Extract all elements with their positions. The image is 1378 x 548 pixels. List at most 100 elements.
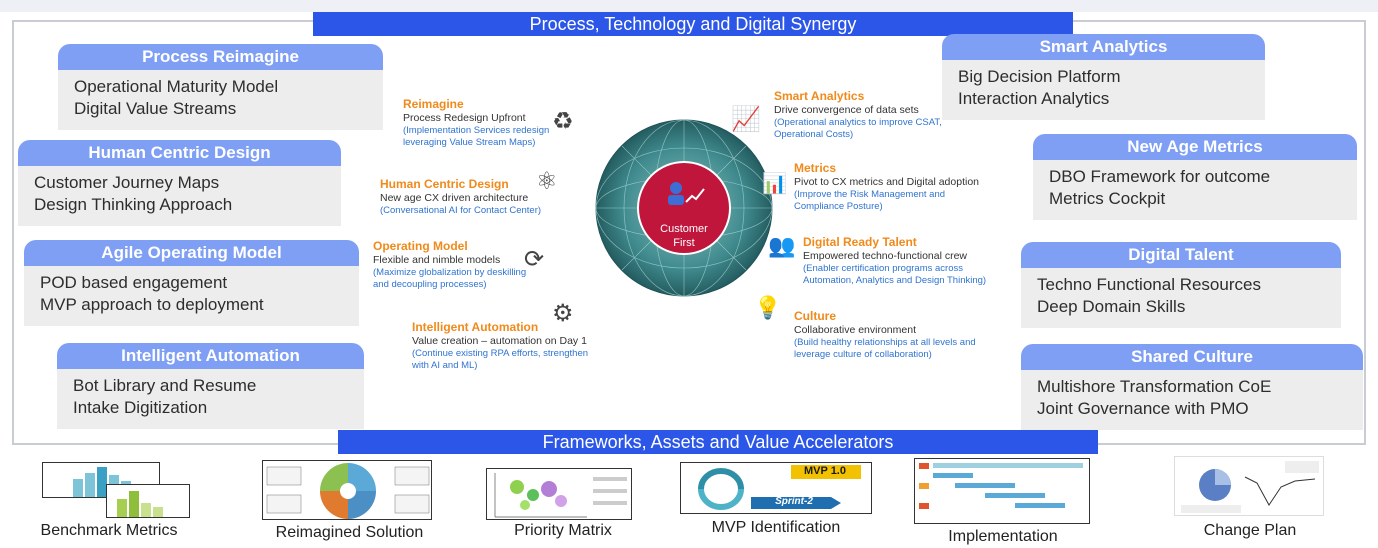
asset-label: Priority Matrix — [514, 522, 612, 539]
segment-title: Human Centric Design — [380, 177, 509, 191]
card-line: Joint Governance with PMO — [1037, 399, 1249, 418]
segment-intelligent-automation: Intelligent Automation Value creation – … — [412, 319, 588, 372]
card-agile-operating-model: Agile Operating Model POD based engageme… — [24, 240, 359, 326]
card-title: Agile Operating Model — [24, 240, 359, 266]
card-line: POD based engagement — [40, 273, 228, 292]
asset-reimagined-solution: Reimagined Solution — [252, 456, 447, 546]
segment-title: Reimagine — [403, 97, 464, 111]
segment-desc: New age CX driven architecture — [380, 192, 529, 204]
card-line: MVP approach to deployment — [40, 295, 264, 314]
asset-change-plan: Change Plan — [1160, 456, 1340, 546]
banner-title-bottom: Frameworks, Assets and Value Accelerator… — [338, 430, 1098, 454]
card-line: Bot Library and Resume — [73, 376, 257, 395]
card-title: Process Reimagine — [58, 44, 383, 70]
asset-benchmark-metrics: Benchmark Metrics — [14, 456, 204, 546]
segment-metrics: Metrics Pivot to CX metrics and Digital … — [794, 160, 979, 213]
globe-graphic — [595, 119, 773, 297]
card-line: Intake Digitization — [73, 398, 208, 417]
card-body: Operational Maturity Model Digital Value… — [58, 70, 383, 130]
card-title: New Age Metrics — [1033, 134, 1357, 160]
customer-growth-icon — [668, 182, 705, 205]
card-title: Human Centric Design — [18, 140, 341, 166]
card-line: Interaction Analytics — [958, 89, 1110, 108]
card-line: DBO Framework for outcome — [1049, 167, 1271, 186]
card-line: Multishore Transformation CoE — [1037, 377, 1272, 396]
card-body: Big Decision Platform Interaction Analyt… — [942, 60, 1265, 120]
implementation-thumbnail — [914, 458, 1090, 524]
priority-matrix-thumbnail — [486, 468, 632, 520]
card-body: DBO Framework for outcome Metrics Cockpi… — [1033, 160, 1357, 220]
people-icon: 👥 — [768, 233, 796, 258]
segment-note: leveraging Value Stream Maps) — [403, 137, 536, 148]
card-line: Big Decision Platform — [958, 67, 1121, 86]
card-body: Multishore Transformation CoE Joint Gove… — [1021, 370, 1363, 430]
asset-label: Reimagined Solution — [275, 524, 424, 541]
center-diagram: Customer First Reimagine Process Redesig… — [370, 82, 1020, 412]
segment-note: (Continue existing RPA efforts, strength… — [412, 348, 589, 359]
sprint-label: Sprint-2 — [775, 496, 813, 507]
asset-label: Change Plan — [1203, 522, 1297, 539]
segment-note: with AI and ML) — [412, 360, 478, 371]
card-line: Design Thinking Approach — [34, 195, 233, 214]
segment-note: (Build healthy relationships at all leve… — [794, 337, 976, 348]
card-human-centric-design: Human Centric Design Customer Journey Ma… — [18, 140, 341, 226]
segment-human-centric-design: Human Centric Design New age CX driven a… — [380, 176, 541, 217]
asset-priority-matrix: Priority Matrix — [478, 456, 648, 546]
card-title: Intelligent Automation — [57, 343, 364, 369]
card-digital-talent: Digital Talent Techno Functional Resourc… — [1021, 242, 1341, 328]
bar-chart-icon: 📊 — [762, 173, 787, 195]
card-title: Shared Culture — [1021, 344, 1363, 370]
asset-implementation: Implementation — [908, 456, 1098, 548]
segment-title: Digital Ready Talent — [803, 235, 917, 249]
gears-icon: ⚙ — [552, 300, 574, 327]
card-line: Customer Journey Maps — [34, 173, 220, 192]
segment-note: (Improve the Risk Management and — [794, 189, 946, 200]
card-title: Digital Talent — [1021, 242, 1341, 268]
card-body: Techno Functional Resources Deep Domain … — [1021, 268, 1341, 328]
hub-line: First — [673, 237, 695, 249]
card-line: Techno Functional Resources — [1037, 275, 1261, 294]
hub-line: Customer — [660, 223, 708, 235]
solution-diagram-thumbnail — [262, 460, 432, 520]
asset-mvp-identification: MVP 1.0 Sprint-2 MVP Identification — [676, 456, 876, 546]
card-title: Smart Analytics — [942, 34, 1265, 60]
card-body: Customer Journey Maps Design Thinking Ap… — [18, 166, 341, 226]
segment-desc: Collaborative environment — [794, 324, 916, 336]
segment-note: Operational Costs) — [774, 129, 854, 140]
segment-operating-model: Operating Model Flexible and nimble mode… — [373, 238, 526, 291]
cycle-chart-icon: ⟳ — [524, 246, 545, 273]
card-intelligent-automation: Intelligent Automation Bot Library and R… — [57, 343, 364, 429]
segment-reimagine: Reimagine Process Redesign Upfront (Impl… — [403, 96, 549, 149]
segment-culture: Culture Collaborative environment (Build… — [794, 308, 976, 361]
asset-label: Benchmark Metrics — [40, 522, 178, 539]
segment-note: Automation, Analytics and Design Thinkin… — [803, 275, 987, 286]
card-shared-culture: Shared Culture Multishore Transformation… — [1021, 344, 1363, 430]
segment-note: and decoupling processes) — [373, 279, 487, 290]
segment-desc: Drive convergence of data sets — [774, 104, 919, 116]
segment-title: Culture — [794, 309, 836, 323]
segment-desc: Pivot to CX metrics and Digital adoption — [794, 176, 980, 188]
card-line: Operational Maturity Model — [74, 77, 279, 96]
segment-title: Intelligent Automation — [412, 320, 539, 334]
atom-icon: ⚛ — [536, 168, 558, 195]
card-line: Digital Value Streams — [74, 99, 237, 118]
asset-label: MVP Identification — [711, 519, 841, 536]
hub-label: Customer First — [644, 222, 724, 250]
card-line: Metrics Cockpit — [1049, 189, 1166, 208]
recycle-icon: ♻ — [552, 108, 574, 135]
segment-desc: Flexible and nimble models — [373, 254, 501, 266]
mvp-thumbnail — [680, 462, 872, 514]
top-strip — [0, 0, 1378, 12]
asset-label: Implementation — [948, 528, 1058, 545]
segment-desc: Process Redesign Upfront — [403, 112, 526, 124]
benchmark-chart-thumbnail — [106, 484, 190, 518]
segment-title: Metrics — [794, 161, 837, 175]
mvp-badge: MVP 1.0 — [804, 465, 846, 477]
card-process-reimagine: Process Reimagine Operational Maturity M… — [58, 44, 383, 130]
card-line: Deep Domain Skills — [1037, 297, 1186, 316]
segment-note: (Enabler certification programs across — [803, 263, 963, 274]
segment-note: (Operational analytics to improve CSAT, — [774, 117, 942, 128]
segment-title: Smart Analytics — [774, 89, 865, 103]
trend-chart-icon: 📈 — [731, 106, 761, 133]
lightbulb-icon: 💡 — [754, 295, 782, 320]
